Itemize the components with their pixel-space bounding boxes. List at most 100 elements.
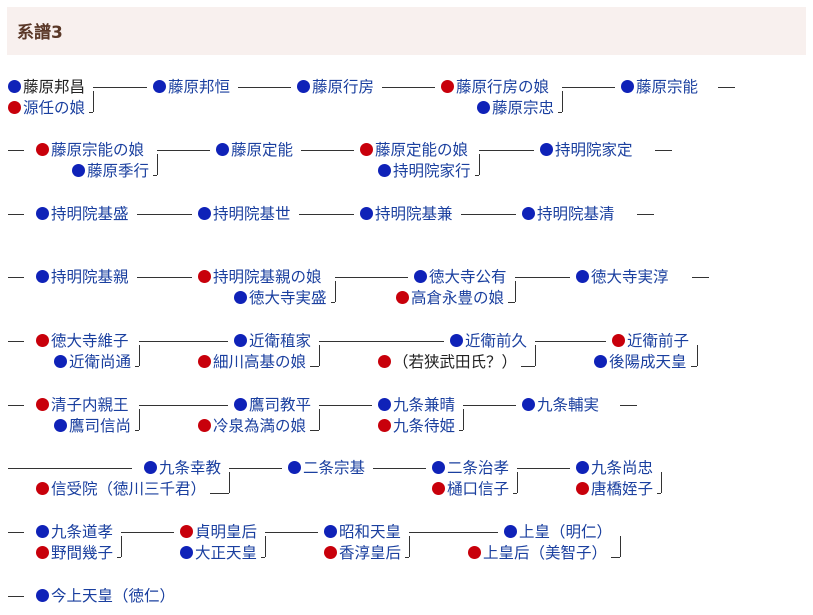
person-name[interactable]: 藤原定能の娘	[375, 141, 469, 159]
marriage-bracket-line	[210, 493, 230, 494]
bracket-tick	[661, 472, 663, 493]
male-dot-icon	[576, 461, 589, 474]
bracket-tick	[265, 536, 267, 557]
trail-connector-line	[692, 277, 709, 278]
person-name[interactable]: 鷹司信尚	[69, 417, 132, 435]
person-name[interactable]: 九条道孝	[51, 523, 114, 541]
person-name[interactable]: 源任の娘	[23, 99, 86, 117]
descent-connector-line	[517, 468, 570, 469]
marriage-bracket-line	[135, 366, 140, 367]
person-name[interactable]: 大正天皇	[195, 544, 258, 562]
descent-connector-line	[238, 87, 291, 88]
male-dot-icon	[36, 589, 49, 602]
person-name[interactable]: 今上天皇（徳仁）	[51, 587, 176, 605]
male-dot-icon	[378, 398, 391, 411]
person-name[interactable]: 九条尚忠	[591, 459, 654, 477]
bracket-tick	[157, 154, 159, 175]
male-dot-icon	[522, 207, 535, 220]
person-name[interactable]: 貞明皇后	[195, 523, 258, 541]
person-name[interactable]: 藤原邦昌	[23, 78, 86, 96]
person-name[interactable]: 九条兼晴	[393, 396, 456, 414]
male-dot-icon	[324, 525, 337, 538]
person-name[interactable]: 九条輔実	[537, 396, 600, 414]
person-name[interactable]: 持明院基親の娘	[213, 268, 322, 286]
person-name[interactable]: 徳大寺維子	[51, 332, 129, 350]
person-name[interactable]: 信受院（徳川三千君）	[51, 480, 207, 498]
person-name[interactable]: 二条治孝	[447, 459, 510, 477]
person-name[interactable]: 持明院基世	[213, 205, 291, 223]
person-name[interactable]: 鷹司教平	[249, 396, 312, 414]
person-name[interactable]: （若狭武田氏？）	[393, 353, 518, 371]
person-name[interactable]: 持明院家行	[393, 162, 471, 180]
male-dot-icon	[216, 143, 229, 156]
person-name[interactable]: 樋口信子	[447, 480, 510, 498]
person-name[interactable]: 冷泉為満の娘	[213, 417, 307, 435]
person-name[interactable]: 二条宗基	[303, 459, 366, 477]
lead-connector-line	[8, 405, 24, 406]
person-name[interactable]: 近衛前子	[627, 332, 690, 350]
person-name[interactable]: 徳大寺公有	[429, 268, 507, 286]
trail-connector-line	[620, 405, 637, 406]
person-name[interactable]: 香淳皇后	[339, 544, 402, 562]
marriage-bracket-line	[330, 302, 335, 303]
person-name[interactable]: 徳大寺実淳	[591, 268, 669, 286]
person-name[interactable]: 上皇后（美智子）	[483, 544, 608, 562]
marriage-bracket-line	[135, 430, 140, 431]
bracket-tick	[478, 154, 480, 175]
bracket-tick	[139, 409, 141, 430]
person-name[interactable]: 持明院家定	[555, 141, 633, 159]
male-dot-icon	[576, 270, 589, 283]
bracket-tick	[514, 281, 516, 302]
male-dot-icon	[36, 525, 49, 538]
person-name[interactable]: 持明院基清	[537, 205, 615, 223]
person-name[interactable]: 藤原行房の娘	[456, 78, 550, 96]
person-name[interactable]: 藤原邦恒	[168, 78, 231, 96]
bracket-tick	[535, 345, 537, 366]
person-name[interactable]: 藤原季行	[87, 162, 150, 180]
person-name[interactable]: 細川高基の娘	[213, 353, 307, 371]
female-dot-icon	[378, 355, 391, 368]
female-dot-icon	[198, 419, 211, 432]
trail-connector-line	[637, 214, 654, 215]
female-dot-icon	[576, 482, 589, 495]
bracket-tick	[620, 536, 622, 557]
person-name[interactable]: 藤原宗忠	[492, 99, 555, 117]
person-name[interactable]: 清子内親王	[51, 396, 129, 414]
female-dot-icon	[198, 355, 211, 368]
descent-connector-line	[298, 214, 354, 215]
person-name[interactable]: 上皇（明仁）	[519, 523, 613, 541]
female-dot-icon	[612, 334, 625, 347]
person-name[interactable]: 徳大寺実盛	[249, 289, 327, 307]
person-name[interactable]: 九条幸教	[159, 459, 222, 477]
female-dot-icon	[396, 291, 409, 304]
person-name[interactable]: 近衛尚通	[69, 353, 132, 371]
person-name[interactable]: 昭和天皇	[339, 523, 402, 541]
person-name[interactable]: 近衛稙家	[249, 332, 312, 350]
person-name[interactable]: 近衛前久	[465, 332, 528, 350]
descent-connector-line	[460, 214, 516, 215]
descent-connector-line	[334, 277, 408, 278]
person-name[interactable]: 藤原行房	[312, 78, 375, 96]
bracket-tick	[334, 281, 336, 302]
person-name[interactable]: 後陽成天皇	[609, 353, 687, 371]
person-name[interactable]: 藤原宗能の娘	[51, 141, 145, 159]
marriage-bracket-line	[521, 366, 536, 367]
person-name[interactable]: 持明院基親	[51, 268, 129, 286]
male-dot-icon	[297, 80, 310, 93]
person-name[interactable]: 高倉永豊の娘	[411, 289, 505, 307]
page-header: 系譜3	[7, 7, 806, 55]
person-name[interactable]: 持明院基盛	[51, 205, 129, 223]
male-dot-icon	[360, 207, 373, 220]
person-name[interactable]: 藤原宗能	[636, 78, 699, 96]
bracket-tick	[139, 345, 141, 366]
male-dot-icon	[450, 334, 463, 347]
descent-connector-line	[562, 87, 615, 88]
person-name[interactable]: 九条待姫	[393, 417, 456, 435]
descent-connector-line	[478, 150, 534, 151]
female-dot-icon	[36, 143, 49, 156]
person-name[interactable]: 藤原定能	[231, 141, 294, 159]
person-name[interactable]: 野間幾子	[51, 544, 114, 562]
descent-connector-line	[265, 532, 318, 533]
person-name[interactable]: 持明院基兼	[375, 205, 453, 223]
person-name[interactable]: 唐橋姪子	[591, 480, 654, 498]
